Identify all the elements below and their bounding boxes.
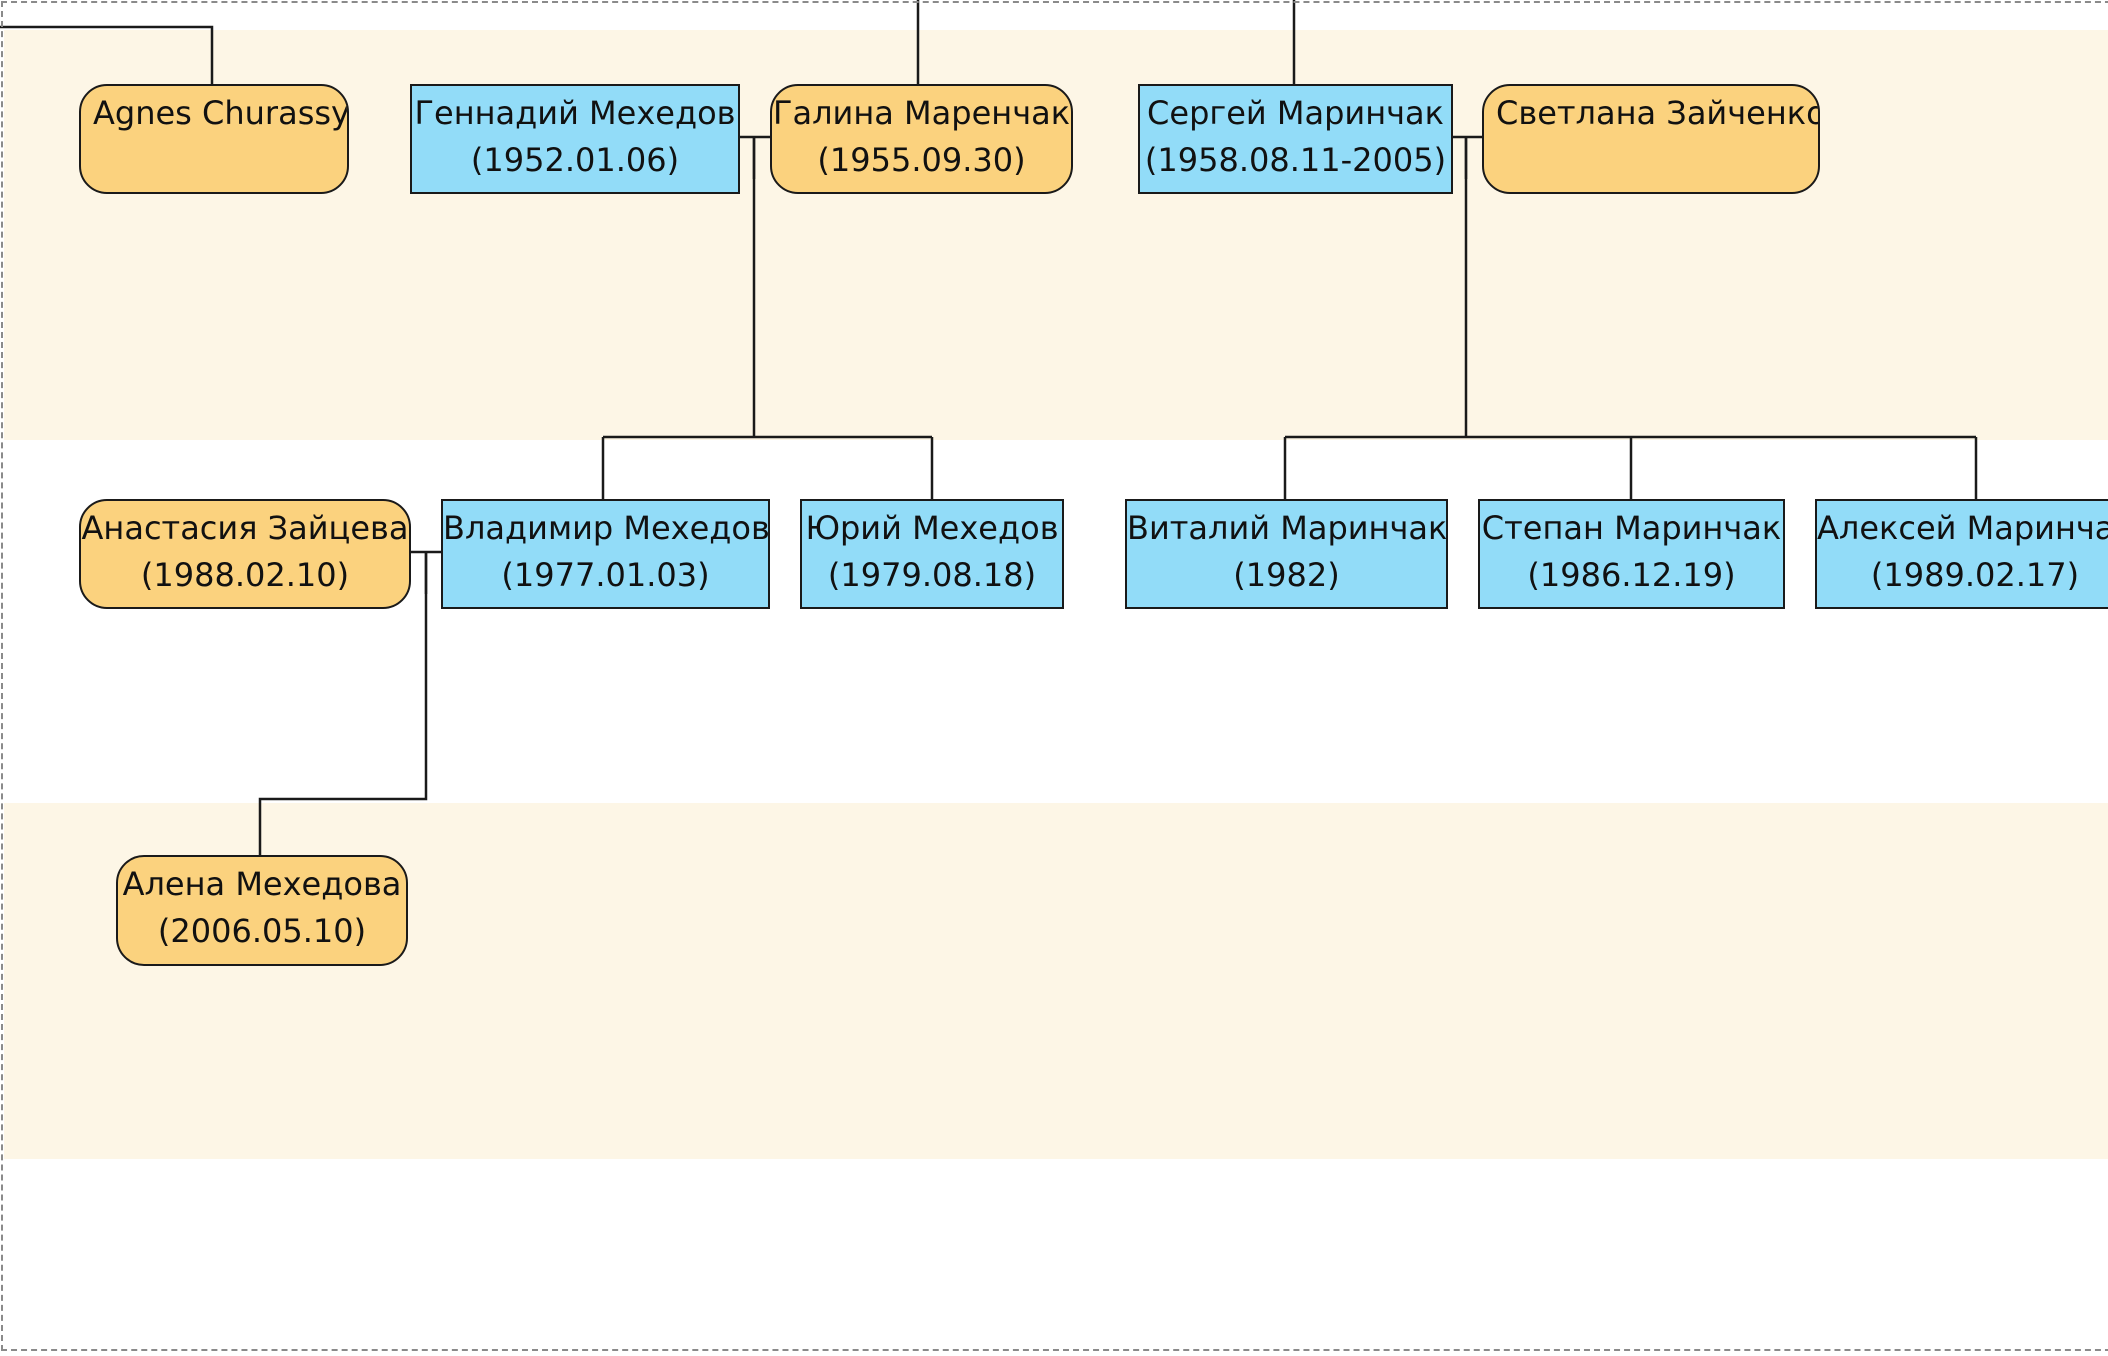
person-name: Галина Маренчак bbox=[772, 94, 1071, 132]
person-dates: (1979.08.18) bbox=[827, 556, 1037, 594]
person-node-sergey-marinchak[interactable]: Сергей Маринчак (1958.08.11-2005) bbox=[1138, 84, 1453, 194]
person-dates: (1988.02.10) bbox=[140, 556, 350, 594]
person-dates: (2006.05.10) bbox=[157, 912, 367, 950]
person-node-alexey-marinchak[interactable]: Алексей Маринчак (1989.02.17) bbox=[1815, 499, 2108, 609]
person-dates: (1982) bbox=[1233, 556, 1340, 594]
person-node-vladimir-mekhedov[interactable]: Владимир Мехедов (1977.01.03) bbox=[441, 499, 770, 609]
person-name: Agnes Churassy bbox=[93, 94, 349, 132]
person-node-anastasia-zaitseva[interactable]: Анастасия Зайцева (1988.02.10) bbox=[79, 499, 411, 609]
person-name: Анастасия Зайцева bbox=[81, 509, 409, 547]
person-node-alena-mekhedova[interactable]: Алена Мехедова (2006.05.10) bbox=[116, 855, 408, 966]
person-node-yuri-mekhedov[interactable]: Юрий Мехедов (1979.08.18) bbox=[800, 499, 1064, 609]
person-dates: (1977.01.03) bbox=[501, 556, 710, 594]
person-node-stepan-marinchak[interactable]: Степан Маринчак (1986.12.19) bbox=[1478, 499, 1785, 609]
person-dates: (1989.02.17) bbox=[1870, 556, 2080, 594]
person-dates: (1958.08.11-2005) bbox=[1144, 141, 1447, 179]
person-node-agnes-churassy[interactable]: Agnes Churassy bbox=[79, 84, 349, 194]
person-name: Юрий Мехедов bbox=[805, 509, 1059, 547]
person-dates: (1955.09.30) bbox=[817, 141, 1026, 179]
person-node-galina-marenchak[interactable]: Галина Маренчак (1955.09.30) bbox=[770, 84, 1073, 194]
connector-agnes-parent bbox=[0, 25, 214, 84]
person-name: Алексей Маринчак bbox=[1817, 509, 2108, 547]
person-name: Степан Маринчак bbox=[1481, 509, 1782, 547]
person-node-vitaly-marinchak[interactable]: Виталий Маринчак (1982) bbox=[1125, 499, 1448, 609]
person-name: Алена Мехедова bbox=[122, 865, 402, 903]
person-name: Светлана Зайченко bbox=[1496, 94, 1820, 132]
person-name: Виталий Маринчак bbox=[1127, 509, 1448, 547]
person-name: Геннадий Мехедов bbox=[414, 94, 736, 132]
person-name: Владимир Мехедов bbox=[443, 509, 770, 547]
person-dates: (1986.12.19) bbox=[1527, 556, 1736, 594]
person-dates: (1952.01.06) bbox=[470, 141, 680, 179]
person-name: Сергей Маринчак bbox=[1147, 94, 1444, 132]
person-node-gennady-mekhedov[interactable]: Геннадий Мехедов (1952.01.06) bbox=[410, 84, 740, 194]
connector-sergey-svetlana-children bbox=[1283, 137, 1978, 499]
connector-anastasia-vladimir-children bbox=[258, 552, 428, 856]
connector-gennady-galina-children bbox=[601, 137, 934, 499]
person-node-svetlana-zaichenko[interactable]: Светлана Зайченко bbox=[1482, 84, 1820, 194]
